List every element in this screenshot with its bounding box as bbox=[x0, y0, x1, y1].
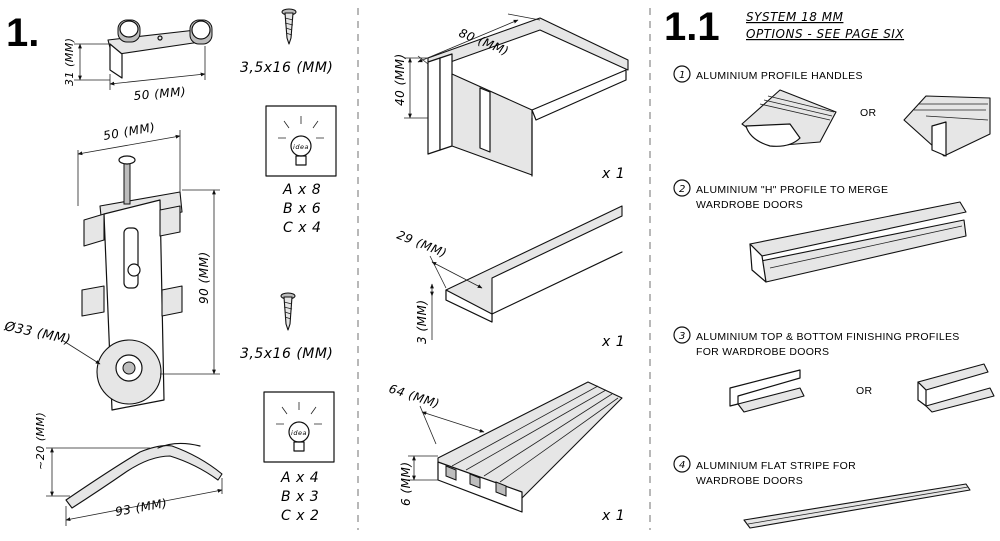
screw-size-label-1: 3,5x16 (MM) bbox=[240, 60, 333, 76]
bottom-rail-illustration bbox=[437, 381, 623, 513]
bottom-roller-height-label: 90 (MM) bbox=[197, 251, 211, 304]
rail3-width-label: 64 (MM) bbox=[387, 382, 441, 412]
spring-illustration bbox=[65, 442, 223, 509]
option-1-badge bbox=[673, 65, 691, 83]
option-2-line1: ALUMINIUM "H" PROFILE TO MERGE bbox=[696, 184, 888, 196]
rail1-height-label: 40 (MM) bbox=[393, 53, 407, 106]
option-2-line2: WARDROBE DOORS bbox=[696, 199, 803, 211]
option-3-number: 3 bbox=[679, 331, 686, 342]
top-roller-illustration bbox=[107, 19, 213, 79]
option-2-badge bbox=[673, 179, 691, 197]
profile-handle-b bbox=[903, 95, 991, 157]
option-3-line1: ALUMINIUM TOP & BOTTOM FINISHING PROFILE… bbox=[696, 331, 960, 343]
rail2-qty: x 1 bbox=[601, 334, 625, 350]
top-rail-illustration bbox=[427, 17, 629, 177]
qty1-c: C x 4 bbox=[283, 220, 321, 236]
option-2-number: 2 bbox=[679, 184, 686, 195]
qty1-a: A x 8 bbox=[282, 182, 321, 198]
bulb-icon: idea bbox=[293, 143, 309, 151]
option-4-badge bbox=[673, 455, 691, 473]
option-1-number: 1 bbox=[679, 70, 686, 81]
rail3-qty: x 1 bbox=[601, 508, 625, 524]
spring-width-label: 93 (MM) bbox=[114, 496, 168, 519]
bottom-roller-width-label: 50 (MM) bbox=[102, 120, 156, 143]
top-roller-width-label: 50 (MM) bbox=[133, 84, 187, 103]
option-3-badge bbox=[673, 326, 691, 344]
flat-stripe-illustration bbox=[743, 483, 971, 529]
option-1-line1: ALUMINIUM PROFILE HANDLES bbox=[696, 70, 863, 82]
option-4-line1: ALUMINIUM FLAT STRIPE FOR bbox=[696, 460, 856, 472]
qty1-b: B x 6 bbox=[283, 201, 321, 217]
middle-rail-illustration bbox=[445, 205, 623, 323]
screw-icon bbox=[281, 8, 297, 45]
rail1-qty: x 1 bbox=[601, 166, 625, 182]
options-title-line1: SYSTEM 18 MM bbox=[746, 10, 844, 24]
wheel-diameter-label: Ø33 (MM) bbox=[2, 319, 72, 348]
or-label-2: OR bbox=[856, 385, 872, 397]
or-label-1: OR bbox=[860, 107, 876, 119]
top-roller-height-label: 31 (MM) bbox=[63, 37, 76, 86]
idea-box-1: idea bbox=[265, 105, 337, 177]
rail2-width-label: 29 (MM) bbox=[395, 228, 449, 261]
option-3-line2: FOR WARDROBE DOORS bbox=[696, 346, 829, 358]
bulb-icon: idea bbox=[291, 429, 307, 437]
qty2-b: B x 3 bbox=[281, 489, 319, 505]
option-4-line2: WARDROBE DOORS bbox=[696, 475, 803, 487]
rail2-height-label: 3 (MM) bbox=[415, 299, 429, 344]
options-title-line2: OPTIONS - SEE PAGE SIX bbox=[746, 27, 904, 41]
finishing-profile-a bbox=[729, 369, 805, 413]
bottom-roller-illustration bbox=[81, 155, 183, 411]
section-number-1-1: 1.1 bbox=[664, 5, 720, 49]
h-profile-illustration bbox=[749, 201, 967, 283]
idea-box-2: idea bbox=[263, 391, 335, 463]
section-number-1: 1. bbox=[6, 11, 39, 55]
qty2-c: C x 2 bbox=[281, 508, 319, 524]
spring-height-label: ~20 (MM) bbox=[34, 412, 47, 470]
screw-icon bbox=[280, 292, 296, 331]
rail3-height-label: 6 (MM) bbox=[399, 461, 413, 506]
finishing-profile-b bbox=[917, 363, 995, 413]
profile-handle-a bbox=[741, 89, 837, 147]
option-4-number: 4 bbox=[679, 460, 686, 471]
qty2-a: A x 4 bbox=[280, 470, 319, 486]
screw-size-label-2: 3,5x16 (MM) bbox=[240, 346, 333, 362]
